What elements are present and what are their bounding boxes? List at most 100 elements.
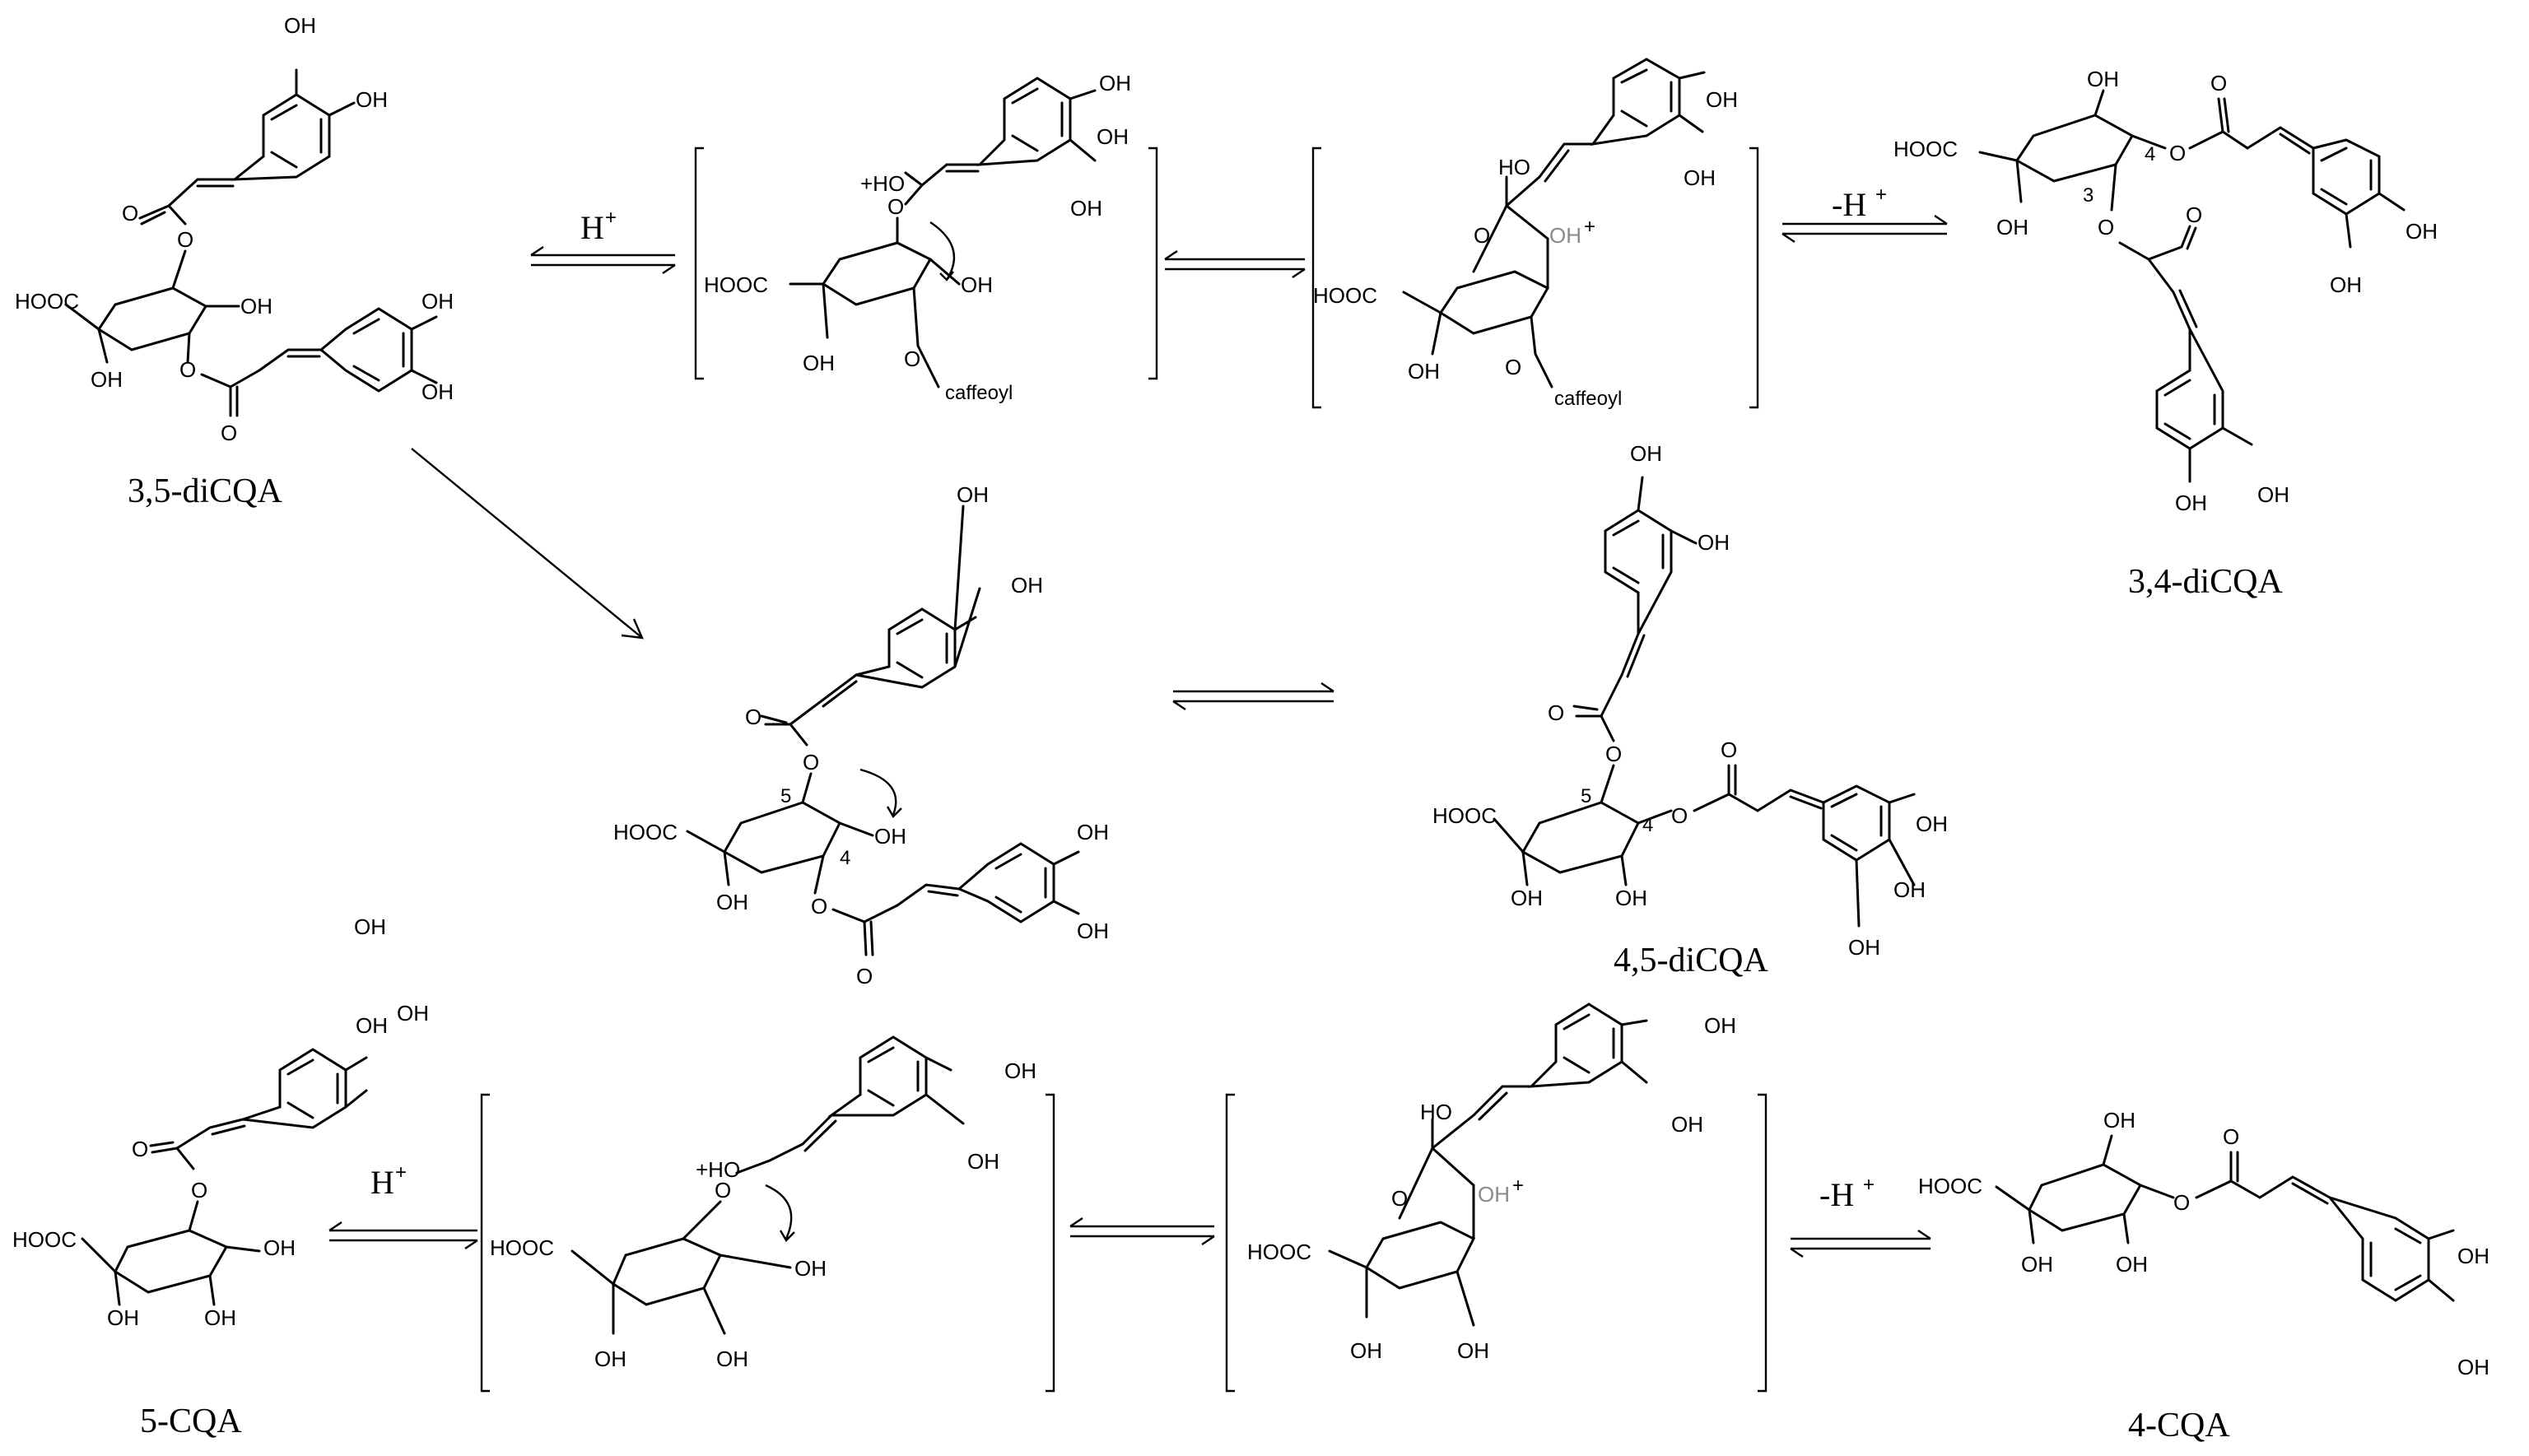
atom-oh: OH bbox=[1004, 1058, 1036, 1083]
compound-3-5-dicqa: OH HOOC OH O O OH OH O O OH OH 3,5-diCQA bbox=[15, 13, 454, 510]
atom-o: O bbox=[177, 227, 193, 252]
atom-hooc: HOOC bbox=[1918, 1174, 1982, 1198]
label-4-5-dicqa: 4,5-diCQA bbox=[1614, 942, 1769, 979]
atom-oh: OH bbox=[354, 914, 386, 939]
intermediate-protonated-ester: HOOC OH OH O caffeoyl O +HO OH OH OH bbox=[694, 71, 1158, 404]
atom-o: O bbox=[856, 964, 873, 988]
atom-oh: OH bbox=[2457, 1355, 2489, 1379]
reagent-h: H bbox=[580, 209, 604, 246]
reagent-h: H bbox=[370, 1164, 394, 1201]
equilibrium-arrow-row1 bbox=[1164, 250, 1306, 278]
atom-o: O bbox=[715, 1178, 731, 1202]
atom-o: O bbox=[904, 347, 920, 371]
atom-o: O bbox=[1505, 355, 1521, 379]
atom-oh: OH bbox=[594, 1347, 626, 1371]
atom-oh: OH bbox=[263, 1235, 296, 1260]
atom-oh: OH bbox=[1457, 1338, 1489, 1363]
atom-oh: OH bbox=[2175, 491, 2207, 515]
compound-4-5-dicqa: HOOC OH OH 5 4 O O OH OH O O OH OH OH 4,… bbox=[1432, 441, 1948, 979]
intermediate-orthoester: HOOC OH O caffeoyl O OH + HO OH OH bbox=[1311, 58, 1759, 410]
atom-oh: OH bbox=[716, 1347, 748, 1371]
atom-oh: OH bbox=[422, 379, 454, 404]
atom-o: O bbox=[2223, 1124, 2239, 1149]
atom-oh: OH bbox=[2406, 219, 2438, 244]
atom-hooc: HOOC bbox=[490, 1235, 554, 1260]
atom-oh: OH bbox=[2021, 1252, 2053, 1277]
atom-oh: OH bbox=[1704, 1013, 1736, 1038]
atom-o: O bbox=[803, 750, 819, 775]
atom-oh: OH bbox=[1893, 877, 1926, 902]
atom-ho: HO bbox=[1420, 1100, 1452, 1124]
atom-hooc: HOOC bbox=[15, 289, 79, 314]
position-4: 4 bbox=[840, 847, 850, 869]
position-5: 5 bbox=[1581, 785, 1591, 807]
atom-hooc: HOOC bbox=[1893, 137, 1958, 161]
atom-oh: OH bbox=[1916, 812, 1948, 836]
atom-o: O bbox=[1474, 223, 1490, 248]
atom-oh: OH bbox=[1996, 215, 2028, 240]
label-3-4-dicqa: 3,4-diCQA bbox=[2128, 563, 2284, 601]
atom-oh: OH bbox=[1350, 1338, 1382, 1363]
atom-oh: OH bbox=[2087, 67, 2119, 91]
reagent-minus-h-plus-top: -H + bbox=[1781, 184, 1948, 243]
atom-o: O bbox=[1605, 742, 1622, 766]
reagent-plus-sign: + bbox=[1875, 184, 1887, 206]
equilibrium-arrow-middle bbox=[1172, 682, 1334, 710]
atom-o: O bbox=[2173, 1190, 2190, 1215]
atom-o: O bbox=[1548, 700, 1564, 725]
reagent-minus-h-plus-bottom: -H + bbox=[1790, 1174, 1931, 1258]
label-5-cqa: 5-CQA bbox=[140, 1403, 242, 1440]
atom-oh: OH bbox=[1011, 573, 1043, 598]
atom-o: O bbox=[811, 894, 827, 919]
atom-plus-sign: + bbox=[1584, 216, 1595, 238]
atom-o: O bbox=[191, 1178, 207, 1202]
position-5: 5 bbox=[780, 785, 791, 807]
atom-oh: OH bbox=[1848, 935, 1880, 960]
atom-caffeoyl: caffeoyl bbox=[1554, 388, 1622, 410]
reagent-h-plus-bottom: H + bbox=[328, 1161, 478, 1249]
atom-oh: OH bbox=[1684, 165, 1716, 190]
atom-oh-plus: OH bbox=[1549, 223, 1581, 248]
atom-oh: OH bbox=[1099, 71, 1131, 95]
atom-oh-plus: OH bbox=[1478, 1182, 1510, 1207]
compound-3-4-dicqa: HOOC OH OH 4 3 O O OH OH O O OH OH 3,4-d… bbox=[1893, 67, 2438, 601]
atom-oh: OH bbox=[716, 890, 748, 914]
atom-oh: OH bbox=[874, 824, 906, 849]
atom-oh: OH bbox=[2330, 272, 2362, 297]
reagent-plus-sign: + bbox=[1863, 1174, 1875, 1196]
atom-oh: OH bbox=[1706, 87, 1738, 112]
atom-plus-ho: +HO bbox=[696, 1157, 740, 1182]
atom-oh: OH bbox=[2457, 1244, 2489, 1268]
atom-oh: OH bbox=[240, 294, 272, 319]
reagent-plus-sign: + bbox=[605, 207, 617, 229]
atom-oh: OH bbox=[1070, 196, 1102, 221]
atom-oh: OH bbox=[397, 1001, 429, 1026]
atom-oh: OH bbox=[284, 13, 316, 38]
atom-oh: OH bbox=[957, 482, 989, 507]
atom-hooc: HOOC bbox=[613, 820, 678, 844]
atom-o: O bbox=[2186, 202, 2202, 227]
atom-oh: OH bbox=[2116, 1252, 2148, 1277]
atom-hooc: HOOC bbox=[1313, 283, 1377, 308]
atom-hooc: HOOC bbox=[12, 1227, 77, 1252]
atom-o: O bbox=[1721, 737, 1737, 762]
atom-oh: OH bbox=[1408, 359, 1440, 384]
intermediate-orthoester-bottom: HOOC OH OH O OH + HO OH OH bbox=[1225, 1002, 1768, 1393]
atom-o: O bbox=[745, 705, 761, 729]
atom-oh: OH bbox=[1671, 1112, 1703, 1137]
atom-o: O bbox=[132, 1137, 148, 1161]
atom-oh: OH bbox=[2257, 482, 2289, 507]
atom-o: O bbox=[2169, 141, 2186, 165]
compound-4-cqa: HOOC OH OH OH O O OH OH 4-CQA bbox=[1918, 1108, 2489, 1444]
atom-oh: OH bbox=[1077, 919, 1109, 943]
atom-o: O bbox=[122, 201, 138, 226]
atom-oh: OH bbox=[204, 1305, 236, 1330]
compound-5-cqa: HOOC OH OH OH O O OH OH OH 5-CQA bbox=[12, 914, 429, 1440]
atom-oh: OH bbox=[107, 1305, 139, 1330]
equilibrium-arrow-bottom bbox=[1069, 1217, 1215, 1245]
atom-oh: OH bbox=[1615, 886, 1647, 910]
atom-oh: OH bbox=[1698, 530, 1730, 555]
arrow-diagonal bbox=[411, 448, 644, 640]
position-3: 3 bbox=[2083, 184, 2094, 207]
